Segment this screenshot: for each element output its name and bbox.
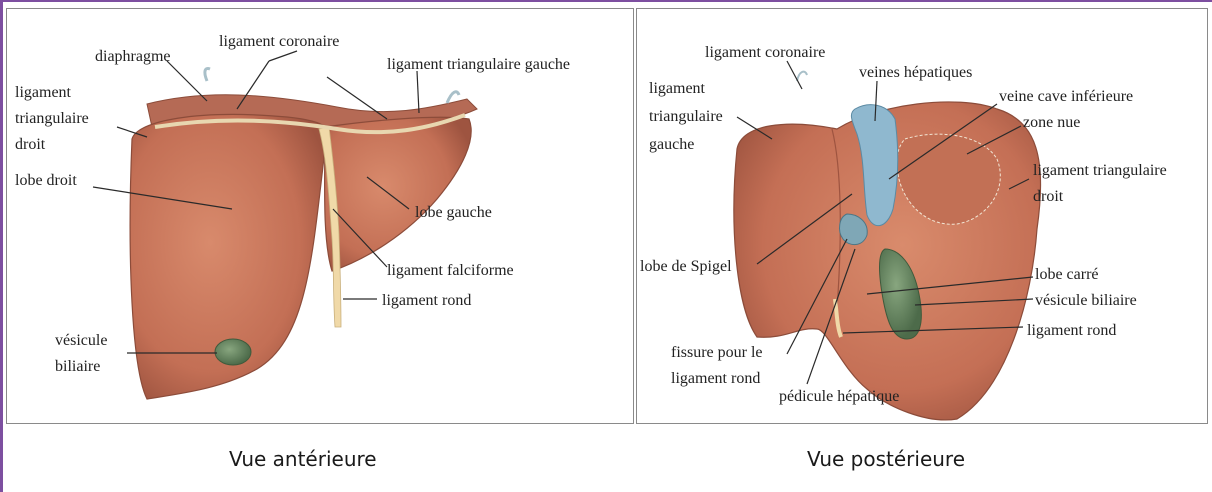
caption-vue-posterieure: Vue postérieure [807, 447, 965, 471]
label-ligament-coronaire: ligament coronaire [219, 33, 339, 50]
label-ligament-triangulaire-droit-line3: droit [15, 136, 46, 153]
label-ligament-triangulaire-droit-line1: ligament triangulaire [1033, 162, 1167, 179]
caption-vue-anterieure: Vue antérieure [229, 447, 377, 471]
label-lobe-gauche: lobe gauche [415, 204, 492, 221]
label-veines-hepatiques: veines hépatiques [859, 64, 972, 81]
label-ligament-triangulaire-gauche-line2: triangulaire [649, 108, 723, 125]
label-veine-cave-inferieure: veine cave inférieure [999, 88, 1133, 105]
label-ligament-triangulaire-gauche-line3: gauche [649, 136, 694, 153]
leader-ligament-triangulaire-gauche [417, 71, 419, 113]
label-ligament-coronaire-posterior: ligament coronaire [705, 44, 825, 61]
leader-diaphragme [167, 61, 207, 101]
ligament-coronaire-hook [797, 72, 807, 81]
label-ligament-triangulaire-gauche: ligament triangulaire gauche [387, 56, 570, 73]
label-zone-nue: zone nue [1023, 114, 1080, 131]
vesicule-biliaire-shape [215, 339, 251, 365]
label-lobe-droit: lobe droit [15, 172, 77, 189]
label-lobe-carre: lobe carré [1035, 266, 1099, 283]
label-fissure-line2: ligament rond [671, 370, 760, 387]
posterior-liver-illustration: ligament coronaire veines hépatiques lig… [637, 9, 1209, 425]
label-ligament-rond: ligament rond [382, 292, 471, 309]
label-fissure-line1: fissure pour le [671, 344, 763, 361]
diaphragme-hook [205, 69, 210, 82]
label-pedicule-hepatique: pédicule hépatique [779, 388, 899, 405]
label-ligament-triangulaire-gauche-line1: ligament [649, 80, 706, 97]
label-vesicule-line2: biliaire [55, 358, 100, 375]
lobe-gauche-shape [325, 117, 472, 271]
frame-left-border [0, 0, 3, 492]
frame-top-border [0, 0, 1212, 2]
leader-ligament-coronaire-2 [269, 51, 297, 61]
posterior-view-panel: ligament coronaire veines hépatiques lig… [636, 8, 1208, 424]
anterior-view-panel: diaphragme ligament coronaire ligament t… [6, 8, 634, 424]
label-vesicule-line1: vésicule [55, 332, 107, 349]
label-ligament-triangulaire-droit-line1: ligament [15, 84, 72, 101]
anterior-liver-illustration: diaphragme ligament coronaire ligament t… [7, 9, 635, 425]
label-vesicule-biliaire-posterior: vésicule biliaire [1035, 292, 1137, 309]
label-ligament-triangulaire-droit-line2: triangulaire [15, 110, 89, 127]
label-lobe-de-spigel: lobe de Spigel [640, 258, 732, 275]
label-ligament-triangulaire-droit-line2: droit [1033, 188, 1064, 205]
label-ligament-falciforme: ligament falciforme [387, 262, 514, 279]
label-ligament-rond-posterior: ligament rond [1027, 322, 1116, 339]
label-diaphragme: diaphragme [95, 48, 171, 65]
